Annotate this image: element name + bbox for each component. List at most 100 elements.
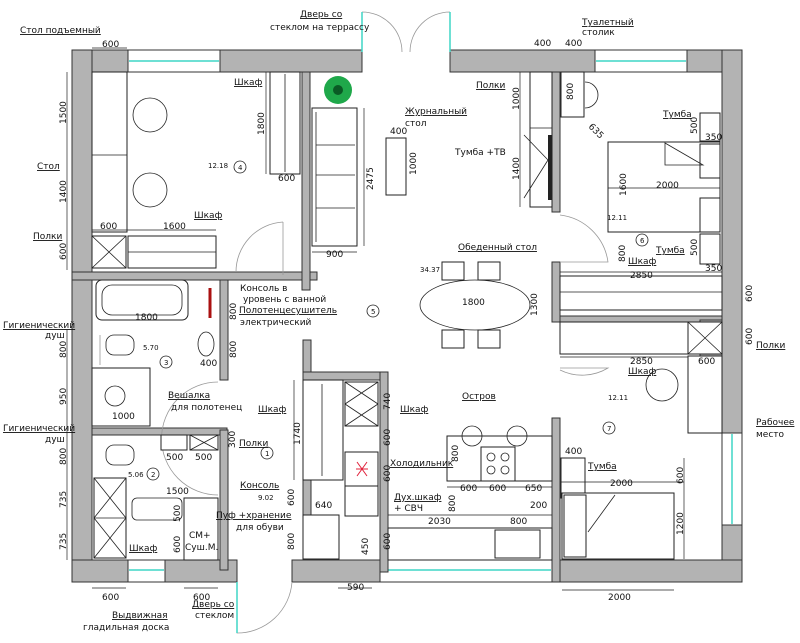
dimension: 600 [383,465,393,482]
label: гладильная доска [83,623,169,633]
dimension: 1800 [462,298,485,308]
service-furniture [91,279,553,561]
label: Шкаф [628,257,657,267]
label: стол [405,119,426,129]
label: Гигиенический [3,321,75,331]
label: Остров [462,392,496,402]
dimension: 1600 [163,222,186,232]
dimension: 950 [59,388,69,405]
dimension-values: 600 1500 1400 600 600 1600 1800 600 2475… [59,39,755,603]
dimension: 2000 [656,181,679,191]
label: Полки [476,81,505,91]
dimension: 400 [565,447,582,457]
dimension: 1740 [293,422,303,445]
room-number: 6 [640,237,645,245]
label: для обуви [236,523,284,533]
label: Стол подъемный [20,26,101,36]
room-number: 4 [238,164,243,172]
label: Консоль в [240,284,287,294]
dimension: 1400 [59,180,69,203]
bedroom-furniture [419,71,723,560]
dimension: 500 [166,453,183,463]
dimension: 600 [698,357,715,367]
dimension: 800 [566,83,576,100]
dimension: 735 [59,491,69,508]
dimension: 800 [59,341,69,358]
dimension: 500 [173,505,183,522]
room-area: 9.02 [258,494,274,502]
dimension: 800 [618,245,628,262]
dimension: 1500 [166,487,189,497]
label: Суш.М. [185,543,218,553]
label: уровень с ванной [243,295,326,305]
dimension: 1600 [619,173,629,196]
dimension: 650 [525,484,542,494]
dimension: 1500 [59,101,69,124]
dimension: 600 [383,533,393,550]
label: Консоль [240,481,279,491]
label: Дух.шкаф [394,493,442,503]
label: СМ+ [189,531,211,541]
dimension: 600 [102,593,119,603]
dimension: 800 [287,533,297,550]
dimension: 600 [59,243,69,260]
room-area: 34.37 [420,266,440,274]
label: Шкаф [258,405,287,415]
label: Полки [239,439,268,449]
dimension: 800 [448,495,458,512]
label: Шкаф [628,367,657,377]
label: стеклом [195,611,234,621]
label: Шкаф [400,405,429,415]
label: Полотенцесушитель [239,306,337,316]
study-furniture [91,71,407,269]
label: Выдвижная [112,611,168,621]
label: душ [45,331,65,341]
dimension: 590 [347,583,364,593]
dimension: 450 [361,538,371,555]
room-number: 5 [371,308,375,316]
dimension: 2850 [630,357,653,367]
dimension: 200 [530,501,547,511]
label: Тумба [587,462,617,472]
label: стеклом на террассу [270,23,370,33]
dimension: 300 [228,431,238,448]
dimension: 1300 [530,293,540,316]
label: Шкаф [129,544,158,554]
dimension: 800 [229,341,239,358]
dimension: 400 [390,127,407,137]
label: Шкаф [234,78,263,88]
label: Обеденный стол [458,243,537,253]
dimension: 500 [690,239,700,256]
room-number: 1 [265,450,269,458]
label: Дверь со [192,600,235,610]
label: для полотенец [171,403,242,413]
label: Рабочее [756,418,795,428]
label: Журнальный [405,107,467,117]
dimension: 600 [100,222,117,232]
dimension: 800 [510,517,527,527]
dimension: 400 [200,359,217,369]
dimension: 600 [676,467,686,484]
room-area: 12.11 [607,214,627,222]
dimension: 600 [489,484,506,494]
label: Тумба [662,110,692,120]
dimension: 1000 [112,412,135,422]
dimension: 600 [745,328,755,345]
dimension: 600 [745,285,755,302]
dimension: 500 [195,453,212,463]
room-area: 5.70 [143,344,159,352]
dimension: 600 [278,174,295,184]
dimension: 2000 [608,593,631,603]
dimension: 1400 [512,157,522,180]
dimension: 500 [690,117,700,134]
dimension: 600 [287,489,297,506]
label: Вешалка [168,391,210,401]
label: Тумба [655,246,685,256]
dimension: 600 [102,40,119,50]
dimension: 2000 [610,479,633,489]
dimension: 350 [705,133,722,143]
dimension: 1000 [409,152,419,175]
room-number: 2 [151,471,155,479]
room-area: 12.11 [608,394,628,402]
